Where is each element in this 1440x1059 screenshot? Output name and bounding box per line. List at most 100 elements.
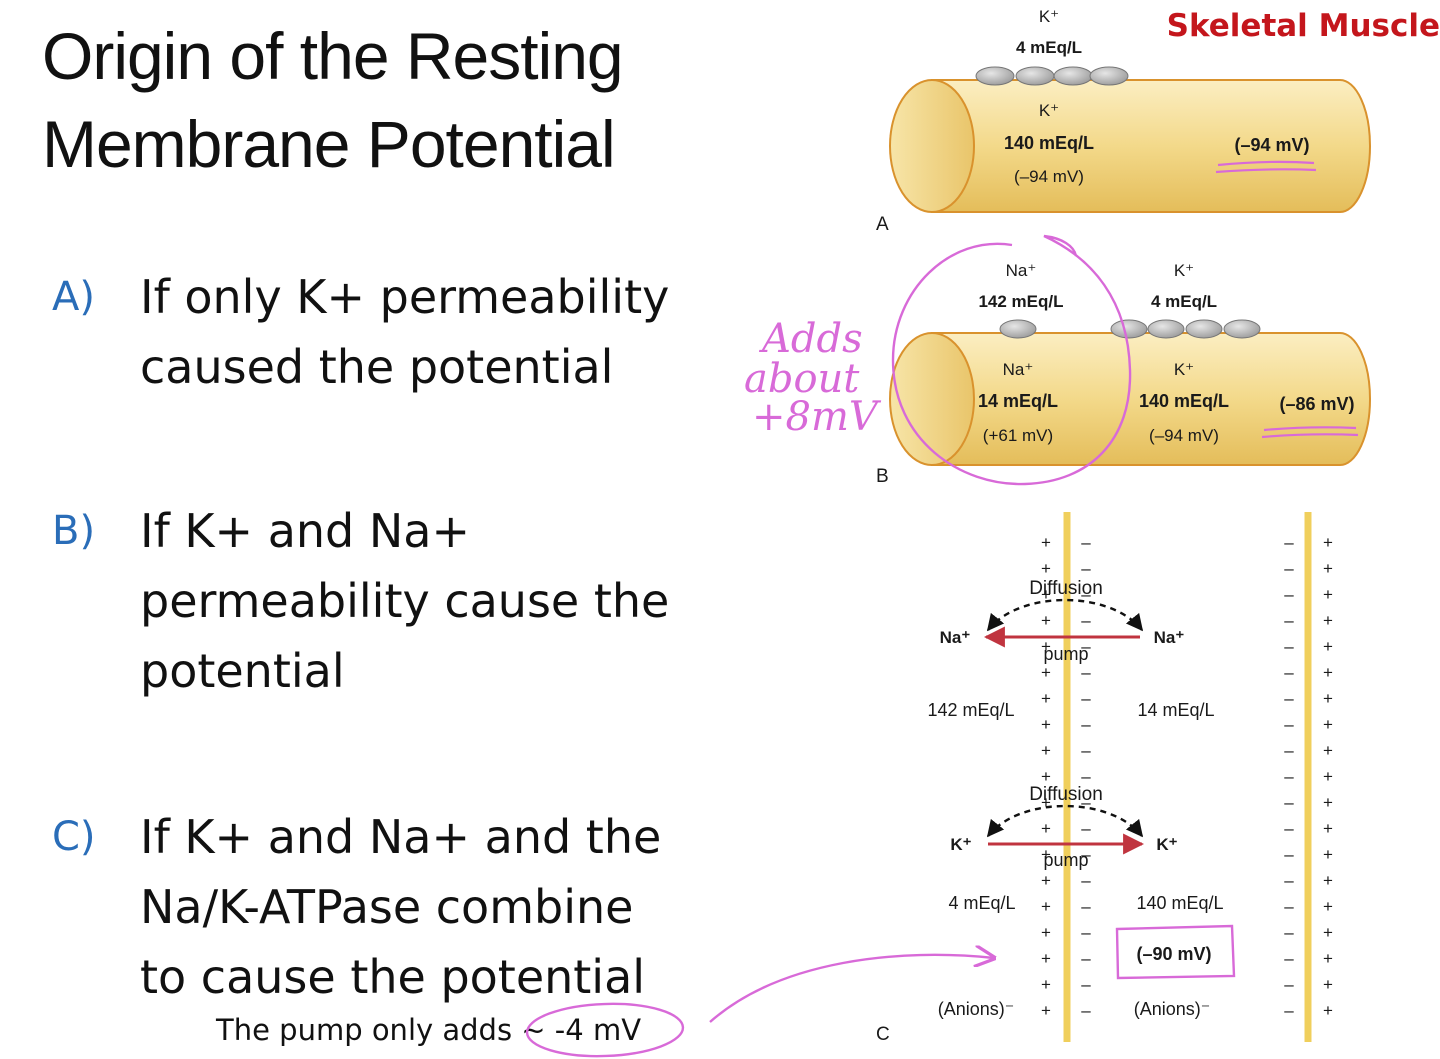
title-line-2: Membrane Potential xyxy=(42,107,616,181)
channel-icon xyxy=(1147,319,1185,339)
minus-charge-icon: – xyxy=(1081,559,1091,578)
channel-icon xyxy=(1110,319,1148,339)
channel-icon xyxy=(1185,319,1223,339)
ink-note-line-3: +8mV xyxy=(752,394,882,440)
plus-charge-icon: + xyxy=(1323,715,1333,734)
b-net-potential: (–86 mV) xyxy=(1279,394,1354,414)
plus-charge-icon: + xyxy=(1041,897,1051,916)
plus-charge-icon: + xyxy=(1041,637,1051,656)
channel-icon xyxy=(1223,319,1261,339)
charges-outside-right: +++++++++++++++++++ xyxy=(1323,533,1333,1020)
plus-charge-icon: + xyxy=(1041,845,1051,864)
plus-charge-icon: + xyxy=(1041,793,1051,812)
b-na-inner-ion: Na⁺ xyxy=(1003,360,1034,379)
minus-charge-icon: – xyxy=(1081,819,1091,838)
plus-charge-icon: + xyxy=(1041,1001,1051,1020)
a-outer-ion: K⁺ xyxy=(1039,7,1059,26)
minus-charge-icon: – xyxy=(1284,819,1294,838)
channel-icon xyxy=(1053,66,1093,86)
panel-a: K⁺ 4 mEq/L K⁺ 140 mEq/L (–94 mV) (–94 mV… xyxy=(876,7,1371,235)
bullet-line: If K+ and Na+ and the xyxy=(140,810,662,864)
minus-charge-icon: – xyxy=(1284,1001,1294,1020)
plus-charge-icon: + xyxy=(1323,871,1333,890)
channel-icon xyxy=(1089,66,1129,86)
c-na-outside-conc: 142 mEq/L xyxy=(927,700,1014,720)
a-net-potential: (–94 mV) xyxy=(1234,135,1309,155)
bullet-b-text: If K+ and Na+ permeability cause the pot… xyxy=(140,496,740,706)
c-pump-k: pump xyxy=(1043,850,1088,870)
c-label: C xyxy=(876,1024,890,1045)
plus-charge-icon: + xyxy=(1041,533,1051,552)
plus-charge-icon: + xyxy=(1323,923,1333,942)
pump-footnote: The pump only adds ~ -4 mV xyxy=(216,1013,642,1047)
b-na-outer-conc: 142 mEq/L xyxy=(978,292,1063,311)
plus-charge-icon: + xyxy=(1323,1001,1333,1020)
plus-charge-icon: + xyxy=(1041,559,1051,578)
b-k-potential: (–94 mV) xyxy=(1149,426,1219,445)
ink-arrow xyxy=(709,955,994,1023)
minus-charge-icon: – xyxy=(1081,533,1091,552)
ink-circle xyxy=(891,234,1132,486)
minus-charge-icon: – xyxy=(1284,637,1294,656)
minus-charge-icon: – xyxy=(1284,845,1294,864)
c-anions-outside: (Anions)⁻ xyxy=(938,999,1015,1019)
plus-charge-icon: + xyxy=(1323,767,1333,786)
c-k-outside-conc: 4 mEq/L xyxy=(948,893,1015,913)
k-channels-b xyxy=(1110,319,1261,339)
na-channel-icon xyxy=(999,319,1037,339)
plus-charge-icon: + xyxy=(1041,767,1051,786)
plus-charge-icon: + xyxy=(1323,559,1333,578)
fiber-a-body xyxy=(931,79,1371,213)
a-outer-conc: 4 mEq/L xyxy=(1016,38,1082,57)
minus-charge-icon: – xyxy=(1284,689,1294,708)
b-k-outer-ion: K⁺ xyxy=(1174,261,1194,280)
bullet-line: If only K+ permeability xyxy=(140,270,670,324)
plus-charge-icon: + xyxy=(1323,819,1333,838)
b-k-inner-conc: 140 mEq/L xyxy=(1139,391,1229,411)
minus-charge-icon: – xyxy=(1081,663,1091,682)
b-na-potential: (+61 mV) xyxy=(983,426,1053,445)
slide-title: Origin of the Resting Membrane Potential xyxy=(42,12,624,188)
minus-charge-icon: – xyxy=(1081,689,1091,708)
plus-charge-icon: + xyxy=(1323,793,1333,812)
b-na-inner-conc: 14 mEq/L xyxy=(978,391,1058,411)
bullet-b-marker: B) xyxy=(52,508,96,554)
c-na-inside-conc: 14 mEq/L xyxy=(1137,700,1214,720)
bullet-line: potential xyxy=(140,644,345,698)
b-k-inner-ion: K⁺ xyxy=(1174,360,1194,379)
minus-charge-icon: – xyxy=(1284,741,1294,760)
b-na-outer-ion: Na⁺ xyxy=(1006,261,1037,280)
plus-charge-icon: + xyxy=(1041,975,1051,994)
minus-charge-icon: – xyxy=(1284,975,1294,994)
ink-note-line-2: about xyxy=(744,356,860,402)
minus-charge-icon: – xyxy=(1284,585,1294,604)
title-line-1: Origin of the Resting xyxy=(42,19,624,93)
bullet-a-marker: A) xyxy=(52,274,95,320)
minus-charge-icon: – xyxy=(1081,949,1091,968)
c-k-right: K⁺ xyxy=(1156,835,1177,854)
plus-charge-icon: + xyxy=(1041,949,1051,968)
a-inner-ion: K⁺ xyxy=(1039,101,1059,120)
minus-charge-icon: – xyxy=(1081,637,1091,656)
minus-charge-icon: – xyxy=(1284,767,1294,786)
channel-icon xyxy=(1015,66,1055,86)
ink-underline xyxy=(1261,426,1359,439)
minus-charge-icon: – xyxy=(1284,533,1294,552)
c-anions-inside: (Anions)⁻ xyxy=(1134,999,1211,1019)
brand-label: Skeletal Muscle xyxy=(1166,8,1440,44)
minus-charge-icon: – xyxy=(1081,975,1091,994)
minus-charge-icon: – xyxy=(1284,559,1294,578)
minus-charge-icon: – xyxy=(1284,611,1294,630)
bullet-line: caused the potential xyxy=(140,340,614,394)
minus-charge-icon: – xyxy=(1081,871,1091,890)
bullet-line: permeability cause the xyxy=(140,574,670,628)
minus-charge-icon: – xyxy=(1284,663,1294,682)
bullet-c-text: If K+ and Na+ and the Na/K-ATPase combin… xyxy=(140,802,740,1012)
ink-note-line-1: Adds xyxy=(758,316,863,362)
ink-oval xyxy=(525,1002,685,1058)
minus-charge-icon: – xyxy=(1284,897,1294,916)
panel-c: +++++++++++++++++++ ––––––––––––––––––– … xyxy=(876,512,1333,1045)
c-k-inside-conc: 140 mEq/L xyxy=(1136,893,1223,913)
minus-charge-icon: – xyxy=(1081,793,1091,812)
